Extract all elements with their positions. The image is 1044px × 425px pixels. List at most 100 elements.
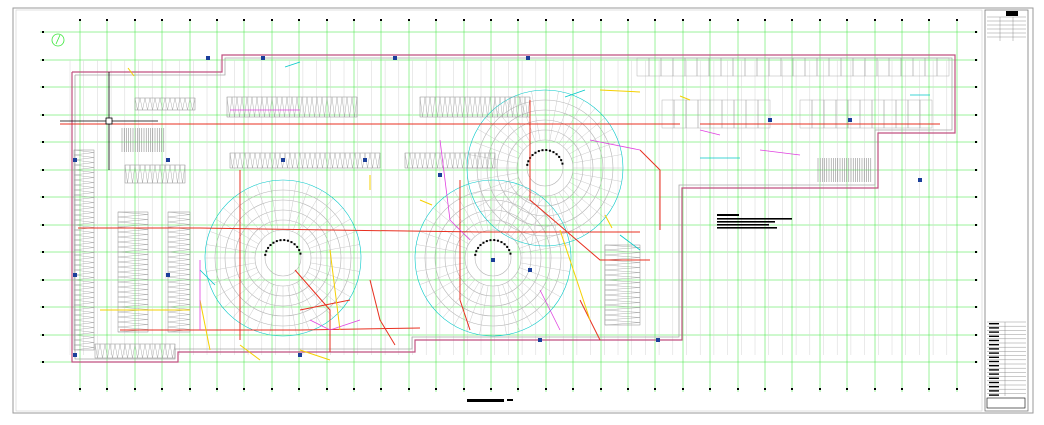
ramp-spoke: [485, 185, 524, 219]
ramp-step: [508, 249, 511, 252]
stall-block: [124, 164, 186, 184]
grid-marker: [654, 388, 656, 390]
grid-marker: [975, 59, 977, 61]
grid-marker: [709, 388, 711, 390]
ramp-spoke: [497, 285, 507, 335]
equipment-box: [393, 56, 397, 60]
grid-marker: [189, 388, 191, 390]
tb-label-ink: [989, 335, 999, 337]
ramp-spoke: [572, 172, 622, 182]
grid-marker: [545, 388, 547, 390]
ramp-step: [489, 239, 492, 242]
ramp-spoke: [517, 218, 561, 245]
grid-marker: [79, 388, 81, 390]
grid-marker: [572, 388, 574, 390]
grid-marker: [975, 141, 977, 143]
ramp-step: [527, 160, 530, 163]
ramp-step: [477, 246, 480, 249]
grid-marker: [408, 388, 410, 390]
grid-marker: [42, 59, 44, 61]
ramp-spoke: [256, 284, 274, 332]
ramp-spoke: [471, 141, 519, 159]
grid-marker: [490, 19, 492, 21]
equipment-box: [768, 118, 772, 122]
bay-cell: [757, 99, 771, 129]
equipment-box: [363, 158, 367, 162]
ramp-spoke: [243, 282, 270, 326]
bay-cell: [732, 57, 746, 77]
grid-marker: [956, 388, 958, 390]
tb-label-ink: [989, 344, 999, 346]
grid-marker: [975, 306, 977, 308]
ramp-step: [526, 163, 529, 166]
bay-cell: [816, 57, 830, 77]
ramp-spoke: [232, 279, 266, 318]
building-outline: [71, 54, 956, 363]
stall-lines: [124, 164, 186, 184]
ramp-spoke: [558, 192, 585, 236]
grid-marker: [791, 388, 793, 390]
bay-cell: [756, 57, 770, 77]
grid-marker: [463, 388, 465, 390]
ramp-spoke: [296, 190, 323, 234]
ramp-spoke: [479, 181, 489, 231]
equipment-box: [261, 56, 265, 60]
grid-marker: [975, 114, 977, 116]
grid-marker: [975, 86, 977, 88]
title-block-logo: [1006, 11, 1018, 16]
ramp-spoke: [558, 100, 585, 144]
ramp-spoke: [566, 185, 605, 219]
grid-marker: [654, 19, 656, 21]
stall-block: [134, 97, 196, 111]
grid-marker: [846, 19, 848, 21]
grid-marker: [189, 19, 191, 21]
bay-cell: [780, 57, 794, 77]
ramp-spoke: [310, 244, 360, 254]
grid-marker: [42, 169, 44, 171]
stall-lines: [404, 152, 496, 169]
ramp-spoke: [531, 91, 541, 141]
grid-marker: [326, 388, 328, 390]
tb-label-ink: [989, 348, 999, 350]
ramp-step: [479, 244, 482, 247]
grid-marker: [928, 19, 930, 21]
ramp-spoke: [468, 172, 518, 182]
ramp-spoke: [549, 91, 559, 141]
grid-marker: [901, 19, 903, 21]
ramp-spoke: [433, 207, 472, 241]
tb-label-ink: [989, 365, 999, 367]
grid-marker: [134, 19, 136, 21]
ramp-spoke: [419, 231, 467, 249]
bay-cell: [768, 57, 782, 77]
grid-marker: [161, 388, 163, 390]
ramp-step: [503, 243, 506, 246]
cad-crosshair-cursor[interactable]: [60, 72, 158, 170]
ramp-spoke: [300, 198, 334, 237]
stall-lines: [73, 149, 95, 351]
ramp-spoke: [223, 275, 262, 309]
equipment-box: [73, 273, 77, 277]
ramp-spoke: [215, 271, 259, 298]
ramp-spoke: [477, 181, 521, 208]
ramp-step: [561, 162, 564, 165]
ramp-spoke: [566, 117, 605, 151]
title-block-drawing-number: [986, 397, 1026, 409]
grid-marker: [42, 31, 44, 33]
equipment-markers: [73, 56, 922, 357]
ramp-spoke: [477, 128, 521, 155]
grid-marker: [243, 388, 245, 390]
ramp-spoke: [269, 181, 279, 231]
tb-label-ink: [989, 386, 999, 388]
ramp-step: [296, 245, 299, 248]
ramp-step: [272, 241, 275, 244]
stall-lines: [419, 96, 531, 118]
ramp-spoke: [479, 285, 489, 335]
stall-lines: [167, 211, 191, 333]
grid-marker: [42, 334, 44, 336]
grid-marker: [380, 19, 382, 21]
grid-marker: [42, 251, 44, 253]
bay-cell: [804, 57, 818, 77]
ramp-spoke: [569, 128, 613, 155]
ramp-spoke: [416, 262, 466, 272]
ramp-spoke: [505, 100, 532, 144]
